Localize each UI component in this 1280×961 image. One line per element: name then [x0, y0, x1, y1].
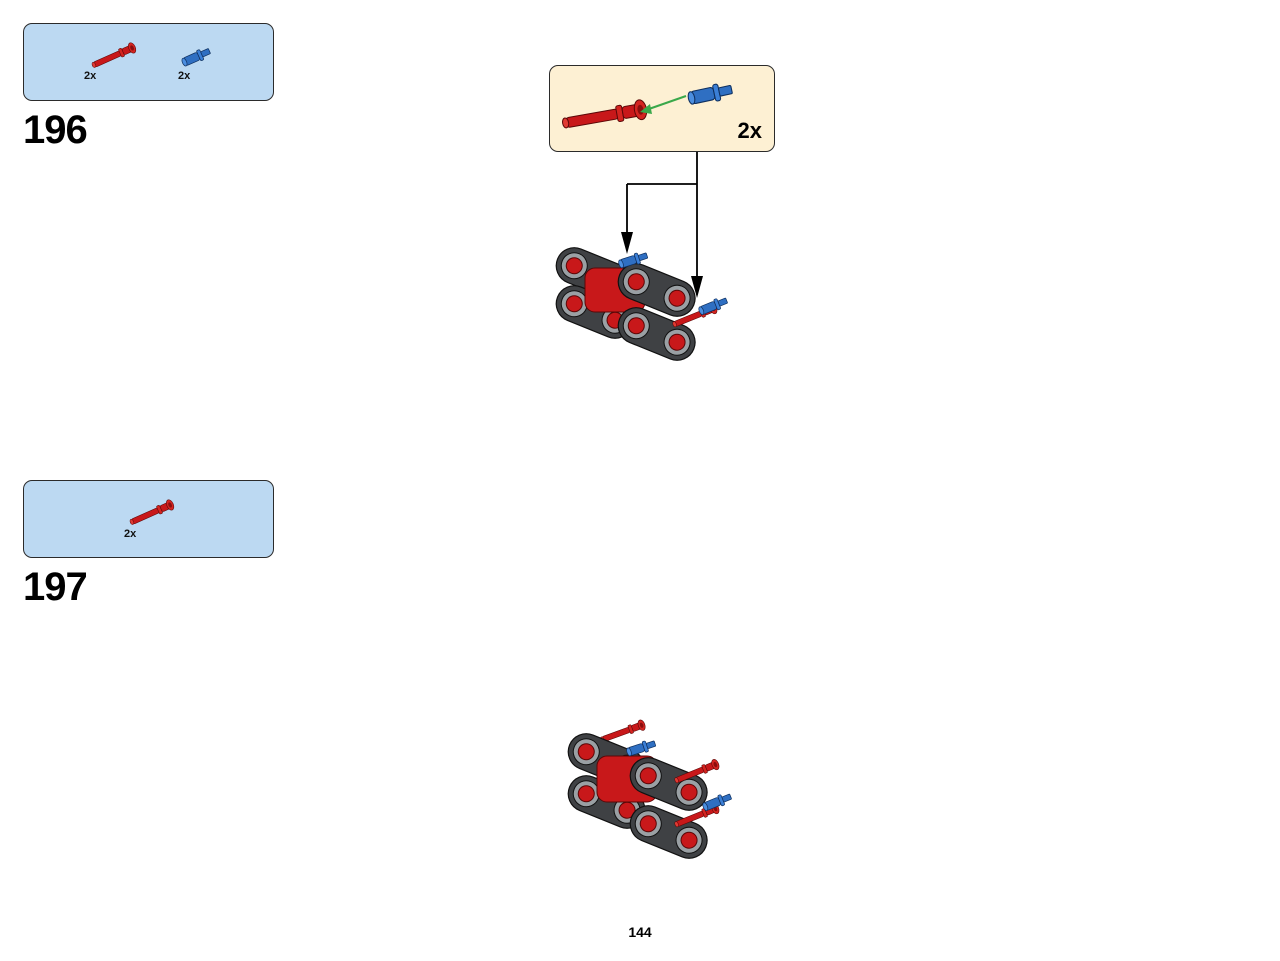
callout-pointer-arrows [621, 152, 703, 298]
assembly-arrow-icon [640, 95, 687, 114]
blue-pin-part-icon [179, 45, 213, 69]
page-number: 144 [628, 924, 652, 940]
step-number-197: 197 [23, 565, 88, 609]
callout-qty: 2x [737, 118, 762, 143]
step-number-196: 196 [23, 108, 88, 152]
step-197-model [562, 718, 734, 865]
parts-list-step-197: 2x [23, 480, 274, 558]
red-pin-part-icon [127, 498, 176, 528]
part-qty-blue-pin: 2x [178, 70, 191, 82]
part-qty-red-pin: 2x [84, 70, 97, 82]
part-qty-red-pin: 2x [124, 528, 137, 540]
sub-assembly-callout: 2x [549, 65, 775, 152]
step-196-model [550, 241, 730, 367]
parts-list-step-196: 2x 2x [23, 23, 274, 101]
callout-red-pin-icon [560, 98, 649, 134]
callout-blue-pin-icon [686, 80, 734, 108]
red-pin-part-icon [89, 41, 138, 71]
